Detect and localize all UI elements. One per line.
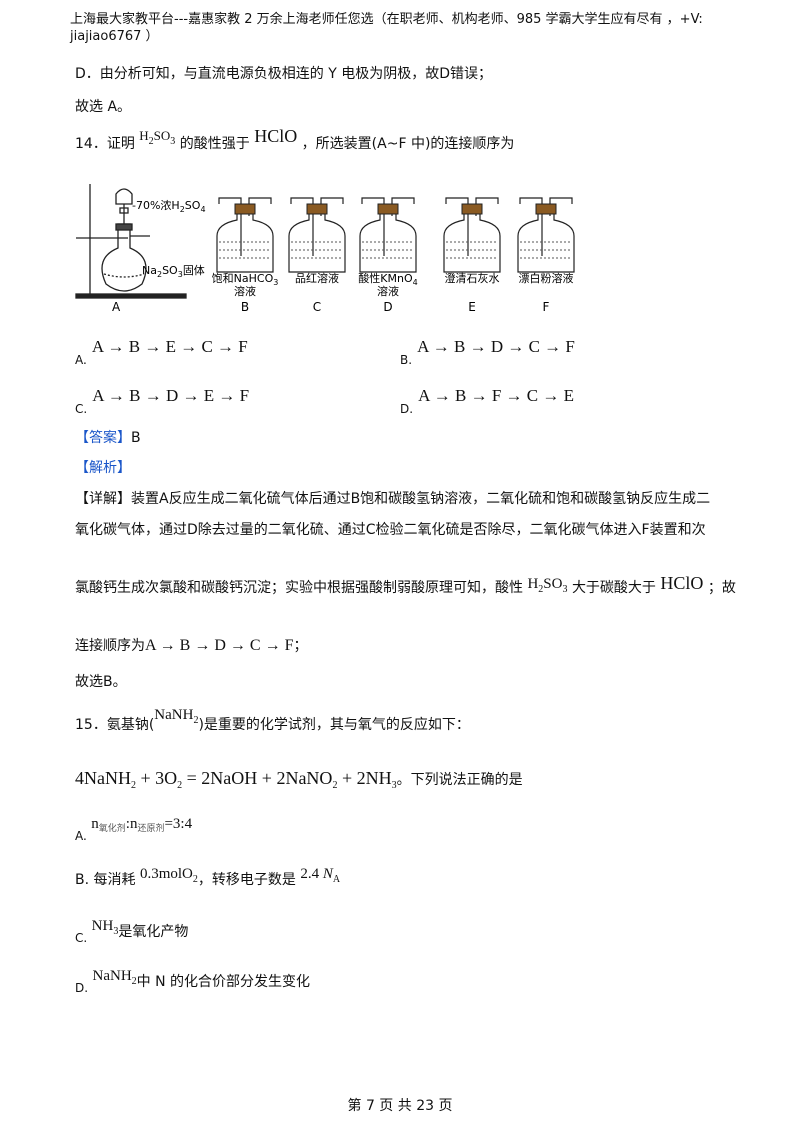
answer-tag: 【答案】 bbox=[75, 430, 131, 446]
equation-subscript: 2 bbox=[332, 780, 338, 791]
q14-acid2: HClO bbox=[254, 126, 298, 146]
q14-detail-line-4: 连接顺序为A → B → D → C → F； bbox=[75, 637, 308, 654]
bottle-label: 漂白粉溶液 bbox=[519, 271, 574, 285]
q15-question: 15．氨基钠(NaNH2)是重要的化学试剂，其与氧气的反应如下： bbox=[75, 707, 470, 733]
q14-detail-line-1: 【详解】装置A反应生成二氧化硫气体后通过B饱和碳酸氢钠溶液，二氧化硫和饱和碳酸氢… bbox=[75, 491, 711, 507]
label-solid: Na2SO3固体 bbox=[142, 263, 205, 279]
page-footer: 第 7 页 共 23 页 bbox=[347, 1098, 453, 1114]
bottle-label-line-2: 溶液 bbox=[234, 284, 256, 298]
q14-answer: 【答案】B bbox=[75, 428, 141, 448]
label-a: A bbox=[112, 300, 121, 314]
q14-acid1: H2SO3 bbox=[139, 128, 176, 147]
q13-option-d: D．由分析可知，与直流电源负极相连的 Y 电极为阴极，故D错误； bbox=[75, 66, 493, 82]
q15-option-c[interactable]: C. NH3是氧化产物 bbox=[75, 918, 189, 945]
bottle-label: 澄清石灰水 bbox=[445, 271, 500, 285]
q15-equation: 4NaNH2 + 3O2 = 2NaOH + 2NaNO2 + 2NH3。下列说… bbox=[75, 768, 523, 791]
q14-detail-line-2: 氧化碳气体，通过D除去过量的二氧化硫、通过C检验二氧化硫是否除尽，二氧化碳气体进… bbox=[75, 522, 706, 538]
bottle-letter: F bbox=[543, 300, 550, 314]
q14-option-c[interactable]: C. A → B → D → E → F bbox=[75, 386, 250, 416]
header-line-1: 上海最大家教平台---嘉惠家教 2 万余上海老师任您选（在职老师、机构老师、98… bbox=[70, 12, 703, 27]
q15-option-d[interactable]: D. NaNH2中 N 的化合价部分发生变化 bbox=[75, 968, 311, 995]
q14-apparatus-figure: -70%浓H2SO4 Na2SO3固体 A 饱和NaHCO3溶液B品红溶液C酸性… bbox=[75, 184, 575, 314]
bottle-f: 漂白粉溶液 F bbox=[517, 197, 575, 314]
detail-tag: 【详解】 bbox=[75, 491, 131, 507]
q14-question: 14．证明 H2SO3 的酸性强于 HClO ，所选装置(A~F 中)的连接顺序… bbox=[75, 126, 515, 152]
q14-number: 14．证明 bbox=[75, 136, 135, 152]
equation-subscript: 2 bbox=[131, 780, 136, 791]
bottle-letter: E bbox=[468, 300, 476, 314]
equation-text: + 2NH bbox=[337, 768, 392, 788]
bottle-letter: C bbox=[313, 300, 321, 314]
bottle-label: 饱和NaHCO3 bbox=[212, 271, 279, 287]
stand-a bbox=[75, 184, 187, 299]
label-acid: -70%浓H2SO4 bbox=[132, 199, 206, 214]
bottle-letter: B bbox=[241, 300, 249, 314]
q14-option-a[interactable]: A. A → B → E → C → F bbox=[75, 337, 248, 367]
bottle-label-line-2: 溶液 bbox=[377, 284, 399, 298]
bottle-e: 澄清石灰水 E bbox=[443, 197, 501, 314]
q14-analysis-tag: 【解析】 bbox=[75, 460, 131, 476]
bottle-letter: D bbox=[383, 300, 392, 314]
q14-conclusion: 故选B。 bbox=[75, 674, 127, 690]
q15-option-b[interactable]: B. 每消耗 0.3molO2，转移电子数是 2.4 NA bbox=[75, 866, 341, 888]
equation-text: + 3O bbox=[136, 768, 178, 788]
equation-subscript: 3 bbox=[391, 780, 397, 791]
q14-detail-line-3: 氯酸钙生成次氯酸和碳酸钙沉淀；实验中根据强酸制弱酸原理可知，酸性 H2SO3 大… bbox=[75, 573, 736, 596]
answer-value: B bbox=[131, 430, 141, 446]
q15-option-a[interactable]: A. n氧化剂:n还原剂=3:4 bbox=[75, 816, 193, 843]
bottle-label: 品红溶液 bbox=[295, 271, 339, 285]
bottle-c: 品红溶液 C bbox=[288, 197, 346, 314]
bottle-label: 酸性KMnO4 bbox=[358, 271, 417, 287]
q13-conclusion: 故选 A。 bbox=[75, 99, 132, 115]
q14-option-d[interactable]: D. A → B → F → C → E bbox=[400, 386, 575, 416]
equation-subscript: 2 bbox=[177, 780, 183, 791]
q14-option-b[interactable]: B. A → B → D → C → F bbox=[400, 337, 575, 367]
header-line-2: jiajiao6767 ） bbox=[70, 29, 159, 44]
equation-text: = 2NaOH + 2NaNO bbox=[182, 768, 333, 788]
